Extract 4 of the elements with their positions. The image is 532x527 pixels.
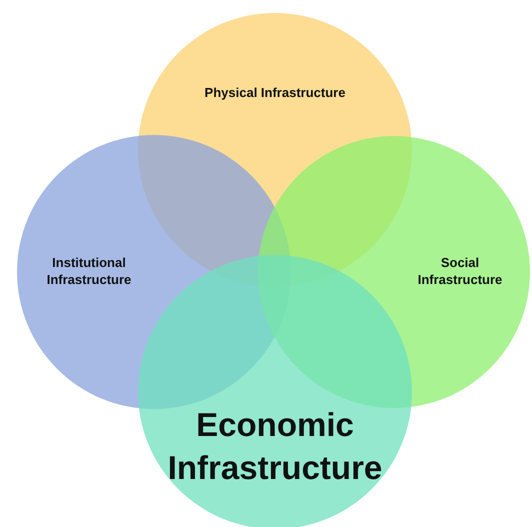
circle-label: Social Infrastructure — [416, 255, 504, 289]
circle-label: Physical Infrastructure — [204, 84, 346, 102]
circle-label: Economic Infrastructure — [166, 405, 384, 488]
circle-label: Institutional Infrastructure — [46, 255, 132, 289]
